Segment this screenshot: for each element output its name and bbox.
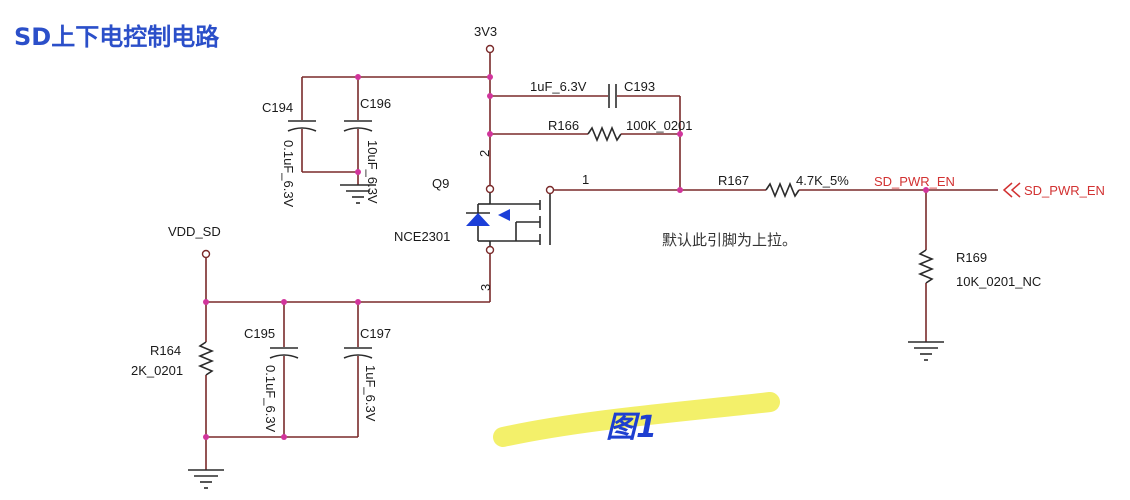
ground-symbol-bottom [188, 469, 224, 489]
c193-ref: C193 [624, 79, 655, 94]
c197-ref: C197 [360, 326, 391, 341]
pullup-note: 默认此引脚为上拉。 [662, 231, 797, 249]
r169-ref: R169 [956, 250, 987, 265]
highlight-stroke [493, 392, 780, 447]
r164-value: 2K_0201 [131, 363, 183, 378]
c196-ref: C196 [360, 96, 391, 111]
c195-value: 0.1uF_6.3V [263, 365, 278, 433]
resistor-r167 [765, 181, 800, 199]
capacitor-c193 [608, 84, 617, 108]
net-label-sd-pwr-en: SD_PWR_EN [874, 174, 955, 189]
rail-3v3-terminal [485, 44, 495, 54]
capacitor-c195 [269, 347, 299, 359]
c193-value: 1uF_6.3V [530, 79, 587, 94]
r164-ref: R164 [150, 343, 181, 358]
ground-symbol-r169 [908, 341, 944, 361]
capacitor-c197 [343, 347, 373, 359]
input-port-arrow [1002, 182, 1021, 198]
ground-symbol-top [340, 184, 376, 204]
c195-ref: C195 [244, 326, 275, 341]
q9-pin-source: 2 [477, 150, 492, 157]
q9-part: NCE2301 [394, 229, 450, 244]
q9-pin-drain: 3 [478, 284, 493, 291]
rail-3v3-label: 3V3 [474, 24, 497, 39]
r166-value: 100K_0201 [626, 118, 693, 133]
resistor-r164 [197, 341, 215, 376]
capacitor-c196 [343, 120, 373, 132]
junction-dots [203, 74, 929, 440]
diagram-title: SD上下电控制电路 [14, 23, 220, 51]
figure-label: 图1 [606, 410, 657, 445]
port-label-sd-pwr-en: SD_PWR_EN [1024, 183, 1105, 198]
r167-value: 4.7K_5% [796, 173, 849, 188]
rail-vdd-sd-terminal [201, 249, 211, 259]
resistor-r169 [917, 249, 935, 284]
q9-ref: Q9 [432, 176, 449, 191]
q9-pin-gate: 1 [582, 172, 589, 187]
mosfet-q9 [466, 184, 555, 255]
resistor-r166 [587, 125, 622, 143]
r169-value: 10K_0201_NC [956, 274, 1041, 289]
c196-value: 10uF_6.3V [365, 140, 380, 204]
c194-value: 0.1uF_6.3V [281, 140, 296, 208]
c194-ref: C194 [262, 100, 293, 115]
c197-value: 1uF_6.3V [363, 365, 378, 422]
r166-ref: R166 [548, 118, 579, 133]
capacitor-c194 [287, 120, 317, 132]
rail-vdd-sd-label: VDD_SD [168, 224, 221, 239]
r167-ref: R167 [718, 173, 749, 188]
